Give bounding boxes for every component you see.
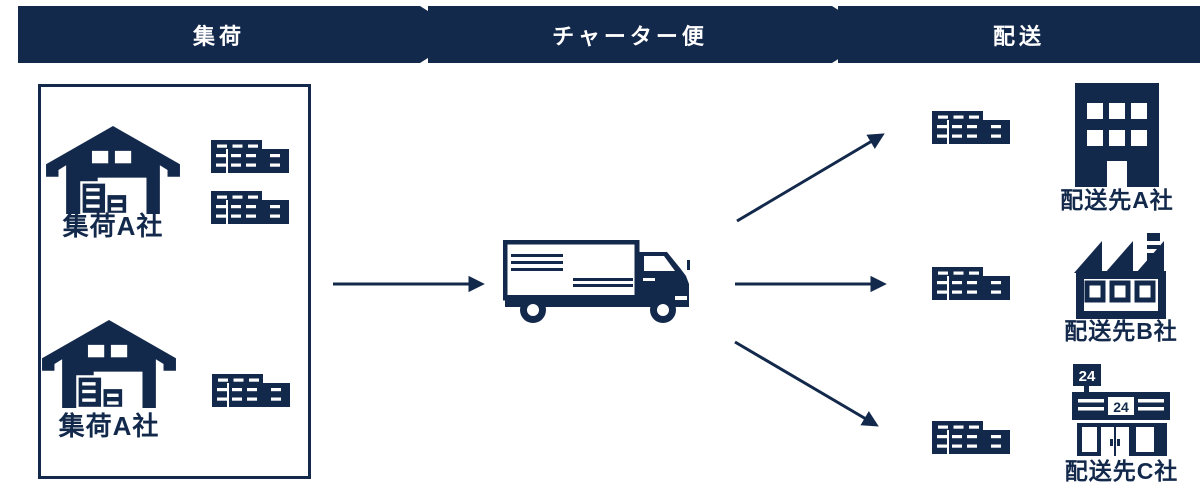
cargo-stack-icon [211,191,289,224]
warehouse-icon [42,320,176,408]
delivery-destination-a [1075,83,1159,187]
warehouse-icon [46,126,180,214]
cargo-stack-icon [932,111,1010,144]
company-label: 集荷A社 [62,211,164,241]
cargo-stack-icon [211,140,289,173]
header-step-pickup: 集荷 [18,6,465,63]
cargo-stack-icon [212,374,290,407]
pickup-company-1 [46,126,180,214]
delivery-destination-c: 24 24 [1072,362,1170,458]
factory-icon [1074,233,1166,319]
delivery-destination-b [1072,233,1170,319]
header-step-label: チャーター便 [552,23,708,49]
header-step-label: 配送 [992,23,1045,49]
header-step-delivery: 配送 [838,6,1200,63]
box-truck-icon [503,240,693,325]
company-label: 配送先C社 [1064,458,1179,484]
header-step-charter: チャーター便 [428,6,877,63]
company-label: 配送先B社 [1064,318,1178,344]
pickup-company-2 [42,320,176,408]
cargo-stack-icon [932,421,1010,454]
convenience-store-icon: 24 24 [1072,364,1170,456]
arrow-truck-to-destination-a [736,133,885,223]
store-24-sign: 24 [1079,368,1096,385]
header-step-label: 集荷 [192,23,245,49]
company-label: 集荷A社 [58,411,160,441]
company-label: 配送先A社 [1060,187,1174,213]
office-building-icon [1075,83,1159,187]
cargo-stack-icon [932,267,1010,300]
pickup-companies-frame [38,84,311,479]
arrow-truck-to-destination-c [734,340,879,427]
awning-24-sign: 24 [1113,399,1129,415]
